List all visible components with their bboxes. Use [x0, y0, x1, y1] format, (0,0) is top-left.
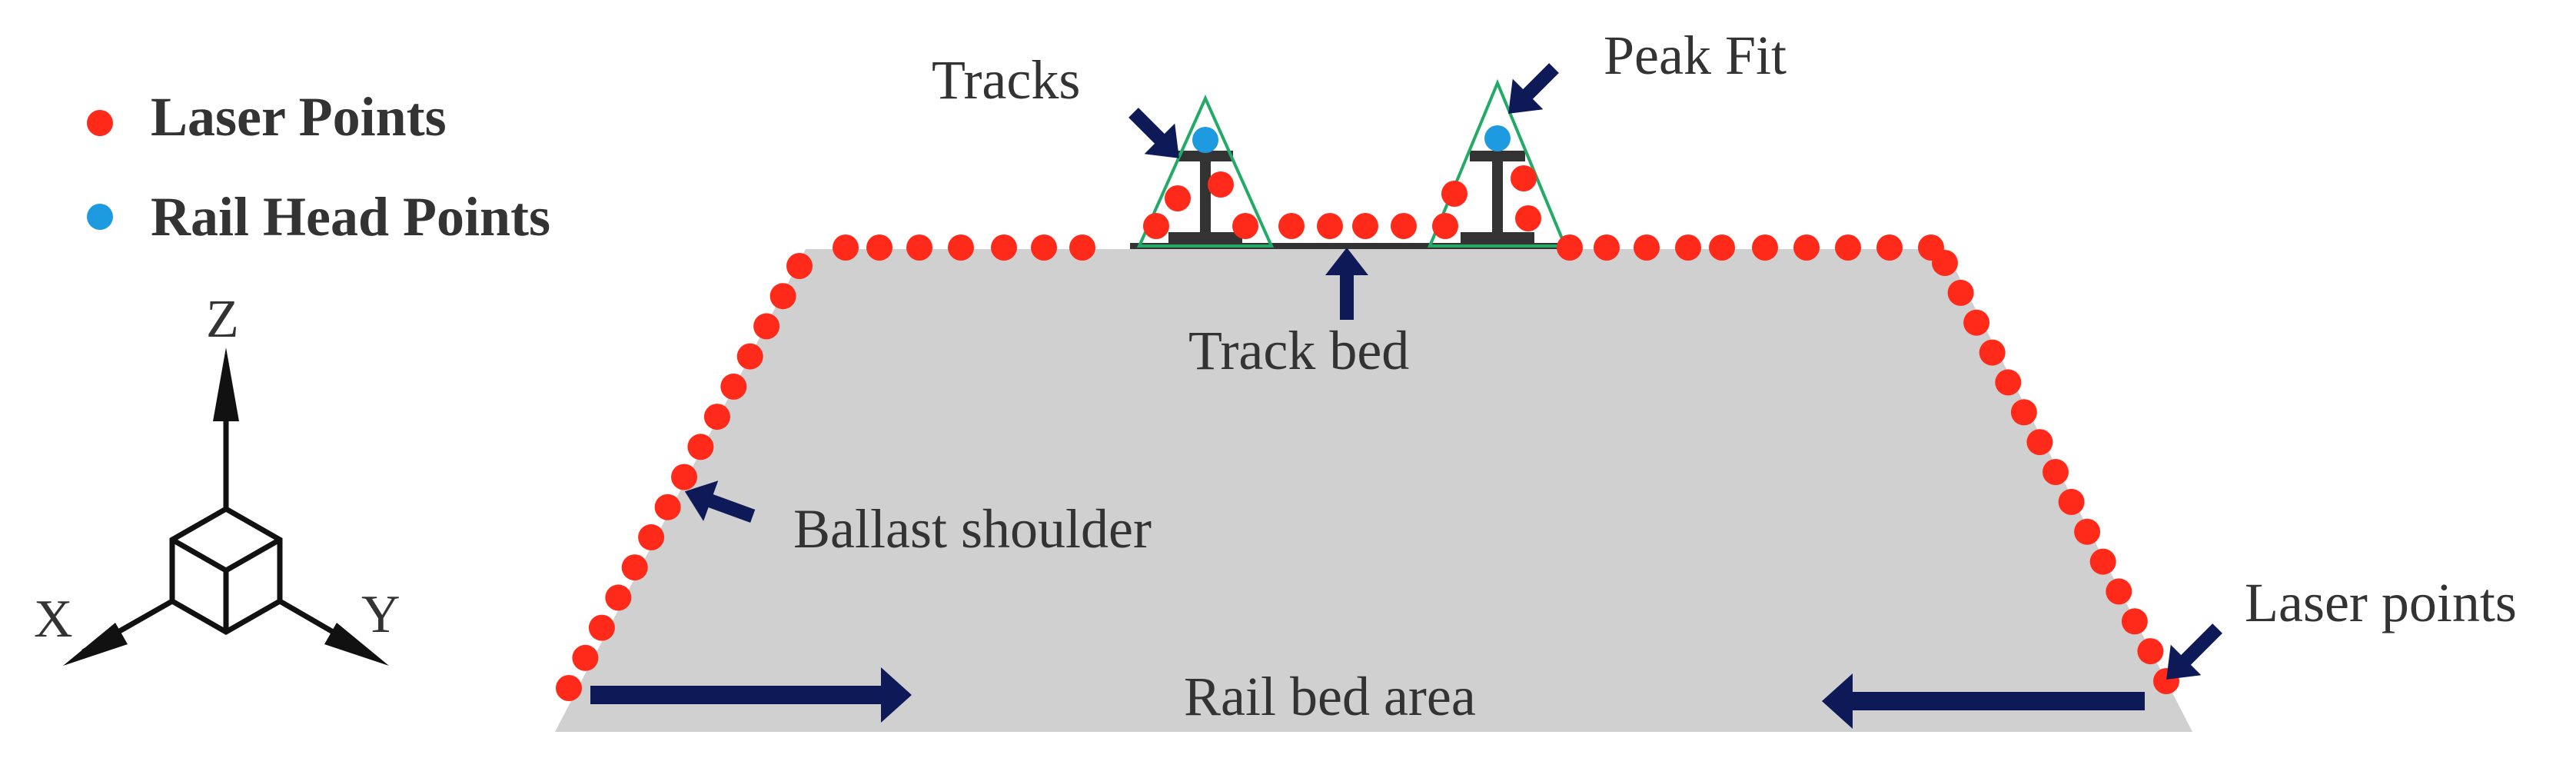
tracks-arrow-icon [1128, 108, 1179, 158]
ballast-shoulder-label: Ballast shoulder [793, 498, 1152, 560]
rail-bed-area-label: Rail bed area [1184, 666, 1476, 727]
x-axis-label: X [34, 590, 73, 649]
laser-point [1031, 234, 1057, 261]
laser-point [654, 494, 681, 520]
laser-point [1835, 234, 1861, 261]
laser-point [991, 234, 1017, 261]
laser-point [1317, 213, 1343, 239]
laser-point [906, 234, 932, 261]
laser-point [1752, 234, 1778, 261]
legend-laser-point-marker [87, 110, 113, 136]
laser-point [1675, 234, 1701, 261]
laser-point [588, 614, 615, 641]
laser-point [2026, 429, 2053, 456]
laser-point [2058, 488, 2085, 515]
laser-point [866, 234, 892, 261]
laser-point [2043, 459, 2069, 485]
z-axis-arrowhead [213, 347, 239, 421]
track-bed-arrow-icon [1325, 248, 1368, 320]
laser-point [786, 253, 813, 279]
ballast-body [555, 249, 2192, 732]
laser-point [2106, 578, 2132, 605]
laser-point [1278, 213, 1305, 239]
legend-rail-head-point-marker [87, 204, 113, 230]
laser-points-group [556, 165, 2179, 701]
peak-fit-triangle-right [1428, 78, 1567, 248]
y-axis-label: Y [361, 585, 401, 644]
laser-point [621, 554, 648, 581]
laser-point [1511, 165, 1537, 191]
laser-point [948, 234, 974, 261]
laser-point [556, 675, 582, 701]
laser-point [1995, 369, 2022, 396]
peak-fit-triangle-left [1136, 95, 1275, 248]
peak-fit-arrow-icon [1508, 63, 1559, 114]
peak-fit-label: Peak Fit [1604, 25, 1787, 86]
laser-point [1441, 181, 1467, 207]
laser-point [1793, 234, 1820, 261]
laser-point [1208, 171, 1234, 198]
axis-triad: Z X Y [34, 290, 401, 666]
laser-point [736, 343, 763, 370]
laser-point [2089, 548, 2116, 575]
laser-point [1069, 234, 1095, 261]
legend: Laser Points Rail Head Points [87, 86, 550, 248]
laser-point [1963, 309, 1990, 336]
laser-point [1432, 213, 1458, 239]
laser-point [1143, 213, 1169, 239]
track-bed-line [1130, 243, 1561, 249]
laser-point [1947, 279, 1974, 306]
laser-point [605, 584, 632, 611]
x-axis-arrowhead [63, 623, 128, 666]
laser-point [1515, 205, 1541, 231]
right-rail [1461, 151, 1534, 243]
z-axis-label: Z [206, 290, 239, 349]
rail-bed-left-arrow-icon [590, 667, 912, 723]
laser-point [1352, 213, 1378, 239]
laser-point [753, 313, 780, 340]
track-bed-label: Track bed [1188, 320, 1409, 381]
laser-point [671, 464, 697, 490]
laser-point [720, 373, 747, 400]
ballast-shoulder-arrow-icon [684, 480, 756, 523]
laser-point [1594, 234, 1620, 261]
laser-point [1709, 234, 1735, 261]
legend-rail-head-points-label: Rail Head Points [151, 186, 550, 248]
laser-point [2010, 399, 2037, 426]
laser-point [2137, 638, 2164, 665]
laser-point [1876, 234, 1903, 261]
laser-points-label: Laser points [2245, 572, 2517, 633]
laser-point [703, 404, 730, 431]
tracks-label: Tracks [932, 49, 1080, 111]
laser-point [1232, 213, 1258, 239]
laser-point [687, 434, 714, 460]
laser-point [1391, 213, 1417, 239]
rail-bed-right-arrow-icon [1822, 673, 2145, 729]
laser-point [1979, 339, 2006, 366]
left-rail [1168, 151, 1242, 243]
laser-point [2074, 518, 2101, 545]
laser-point [2121, 608, 2148, 635]
rail-head-point [1484, 125, 1511, 151]
laser-point [1557, 234, 1583, 261]
laser-point [572, 644, 599, 671]
laser-point [1634, 234, 1660, 261]
annotation-arrows [590, 63, 2222, 729]
laser-point [1165, 185, 1191, 211]
rail-head-point [1192, 127, 1218, 153]
laser-point [769, 283, 796, 310]
y-axis-arrowhead [324, 623, 389, 666]
laser-point [1932, 250, 1958, 276]
laser-point [833, 234, 859, 261]
legend-laser-points-label: Laser Points [151, 86, 447, 148]
laser-point [638, 524, 665, 550]
laser-points-arrow-icon [2166, 623, 2222, 680]
